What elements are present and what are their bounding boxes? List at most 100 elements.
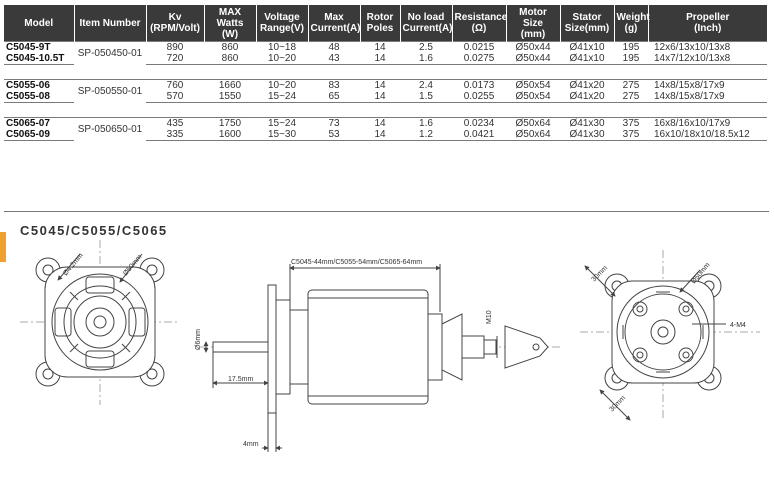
watts-cell: 860 (204, 41, 256, 53)
model-cell: C5065-07 (4, 117, 74, 129)
side-dim-shaft: Ø6mm (195, 329, 202, 350)
header-text: Resistance (454, 12, 508, 23)
header-text: Rotor (366, 12, 394, 23)
current-cell: 65 (308, 91, 360, 103)
weight-cell: 275 (614, 79, 648, 91)
header-text: Motor Size (519, 6, 547, 29)
watts-cell: 1550 (204, 91, 256, 103)
col-header-propeller: Propeller(Inch) (648, 5, 767, 42)
noload-cell: 2.4 (400, 79, 452, 91)
poles-cell: 14 (360, 117, 400, 129)
poles-cell: 14 (360, 91, 400, 103)
current-cell: 83 (308, 79, 360, 91)
header-text: MAX Watts (216, 6, 244, 29)
poles-cell: 14 (360, 41, 400, 53)
header-text: Voltage (264, 12, 300, 23)
noload-cell: 1.6 (400, 117, 452, 129)
header-subtext: (W) (221, 28, 239, 40)
kv-cell: 890 (146, 41, 204, 53)
col-header-resistance: Resistance(Ω) (452, 5, 508, 42)
model-cell: C5045-9T (4, 41, 74, 53)
header-text: Propeller (686, 12, 730, 23)
table-row: C5045-9T SP-050450-01 890 860 10~18 48 1… (4, 41, 767, 65)
weight-cell: 375 (614, 129, 648, 141)
weight-cell: 375 (614, 117, 648, 129)
kv-cell: 335 (146, 129, 204, 141)
stator-cell: Ø41x20 (560, 91, 614, 103)
poles-cell: 14 (360, 79, 400, 91)
col-header-item-number: Item Number (74, 5, 147, 42)
noload-cell: 1.2 (400, 129, 452, 141)
propeller-cell: 16x8/16x10/17x9 (648, 117, 767, 129)
stator-cell: Ø41x10 (560, 41, 614, 53)
header-subtext: Poles (366, 23, 394, 34)
model-cell: C5065-09 (4, 129, 74, 141)
header-subtext: (Ω) (471, 23, 487, 34)
side-dim-length: C5045-44mm/C5055-54mm/C5065-64mm (291, 259, 422, 266)
table-row: C5065-09 335 1600 15~30 53 14 1.2 0.0421… (4, 129, 767, 141)
propeller-cell: 12x6/13x10/13x8 (648, 41, 767, 53)
header-subtext: Size(mm) (564, 23, 610, 34)
current-cell: 43 (308, 53, 360, 65)
kv-cell: 760 (146, 79, 204, 91)
voltage-cell: 10~18 (256, 41, 308, 53)
propeller-cell: 16x10/18x10/18.5x12 (648, 129, 767, 141)
resistance-cell: 0.0215 (452, 41, 506, 53)
voltage-cell: 15~24 (256, 91, 308, 103)
table-row: C5065-07 SP-050650-01 435 1750 15~24 73 … (4, 117, 767, 141)
header-text: No load (407, 12, 445, 23)
resistance-cell: 0.0255 (452, 91, 506, 103)
kv-cell: 435 (146, 117, 204, 129)
stator-cell: Ø41x30 (560, 117, 614, 129)
spacer-cell (4, 65, 767, 80)
rear-dim-holes: 4-M4 (730, 322, 746, 329)
motor-size-cell: Ø50x44 (506, 53, 560, 65)
voltage-cell: 10~20 (256, 79, 308, 91)
propeller-cell: 14x7/12x10/13x8 (648, 53, 767, 65)
header-text: Kv (168, 12, 182, 23)
table-row: C5045-10.5T 720 860 10~20 43 14 1.6 0.02… (4, 53, 767, 65)
spacer-cell (4, 103, 767, 118)
resistance-cell: 0.0421 (452, 129, 506, 141)
table-row: C5055-06 SP-050550-01 760 1660 10~20 83 … (4, 79, 767, 103)
technical-drawing: Ø4.2mm Ø50mm C5045-44mm/C5055-54mm/C5065… (20, 240, 760, 452)
item-number-cell: SP-050450-01 (74, 41, 146, 65)
stator-cell: Ø41x10 (560, 53, 614, 65)
current-cell: 53 (308, 129, 360, 141)
spacer-row (4, 65, 767, 80)
voltage-cell: 10~20 (256, 53, 308, 65)
header-subtext: Current(A) (310, 23, 361, 34)
header-subtext: Current(A) (402, 23, 453, 34)
col-header-motor-size: Motor Size(mm) (506, 5, 561, 42)
header-subtext: (mm) (520, 28, 546, 40)
resistance-cell: 0.0275 (452, 53, 506, 65)
noload-cell: 1.6 (400, 53, 452, 65)
side-dim-flange: 4mm (243, 441, 259, 448)
col-header-model: Model (4, 5, 75, 42)
kv-cell: 720 (146, 53, 204, 65)
model-cell: C5045-10.5T (4, 53, 74, 65)
motor-size-cell: Ø50x54 (506, 91, 560, 103)
side-view (200, 264, 560, 452)
poles-cell: 14 (360, 129, 400, 141)
weight-cell: 195 (614, 41, 648, 53)
voltage-cell: 15~30 (256, 129, 308, 141)
header-subtext: (Inch) (694, 23, 722, 34)
spacer-row (4, 103, 767, 118)
drawing-title: C5045/C5055/C5065 (20, 223, 168, 238)
header-text: Max (324, 12, 344, 23)
propeller-cell: 14x8/15x8/17x9 (648, 79, 767, 91)
header-row: Model Item Number Kv(RPM/Volt) MAX Watts… (4, 5, 767, 42)
header-text: Weight (616, 12, 650, 23)
poles-cell: 14 (360, 53, 400, 65)
watts-cell: 1660 (204, 79, 256, 91)
col-header-max-watts: MAX Watts(W) (204, 5, 257, 42)
accent-bar (0, 232, 6, 262)
watts-cell: 1600 (204, 129, 256, 141)
table-row: C5055-08 570 1550 15~24 65 14 1.5 0.0255… (4, 91, 767, 103)
side-dim-thread: M10 (486, 310, 493, 324)
weight-cell: 195 (614, 53, 648, 65)
